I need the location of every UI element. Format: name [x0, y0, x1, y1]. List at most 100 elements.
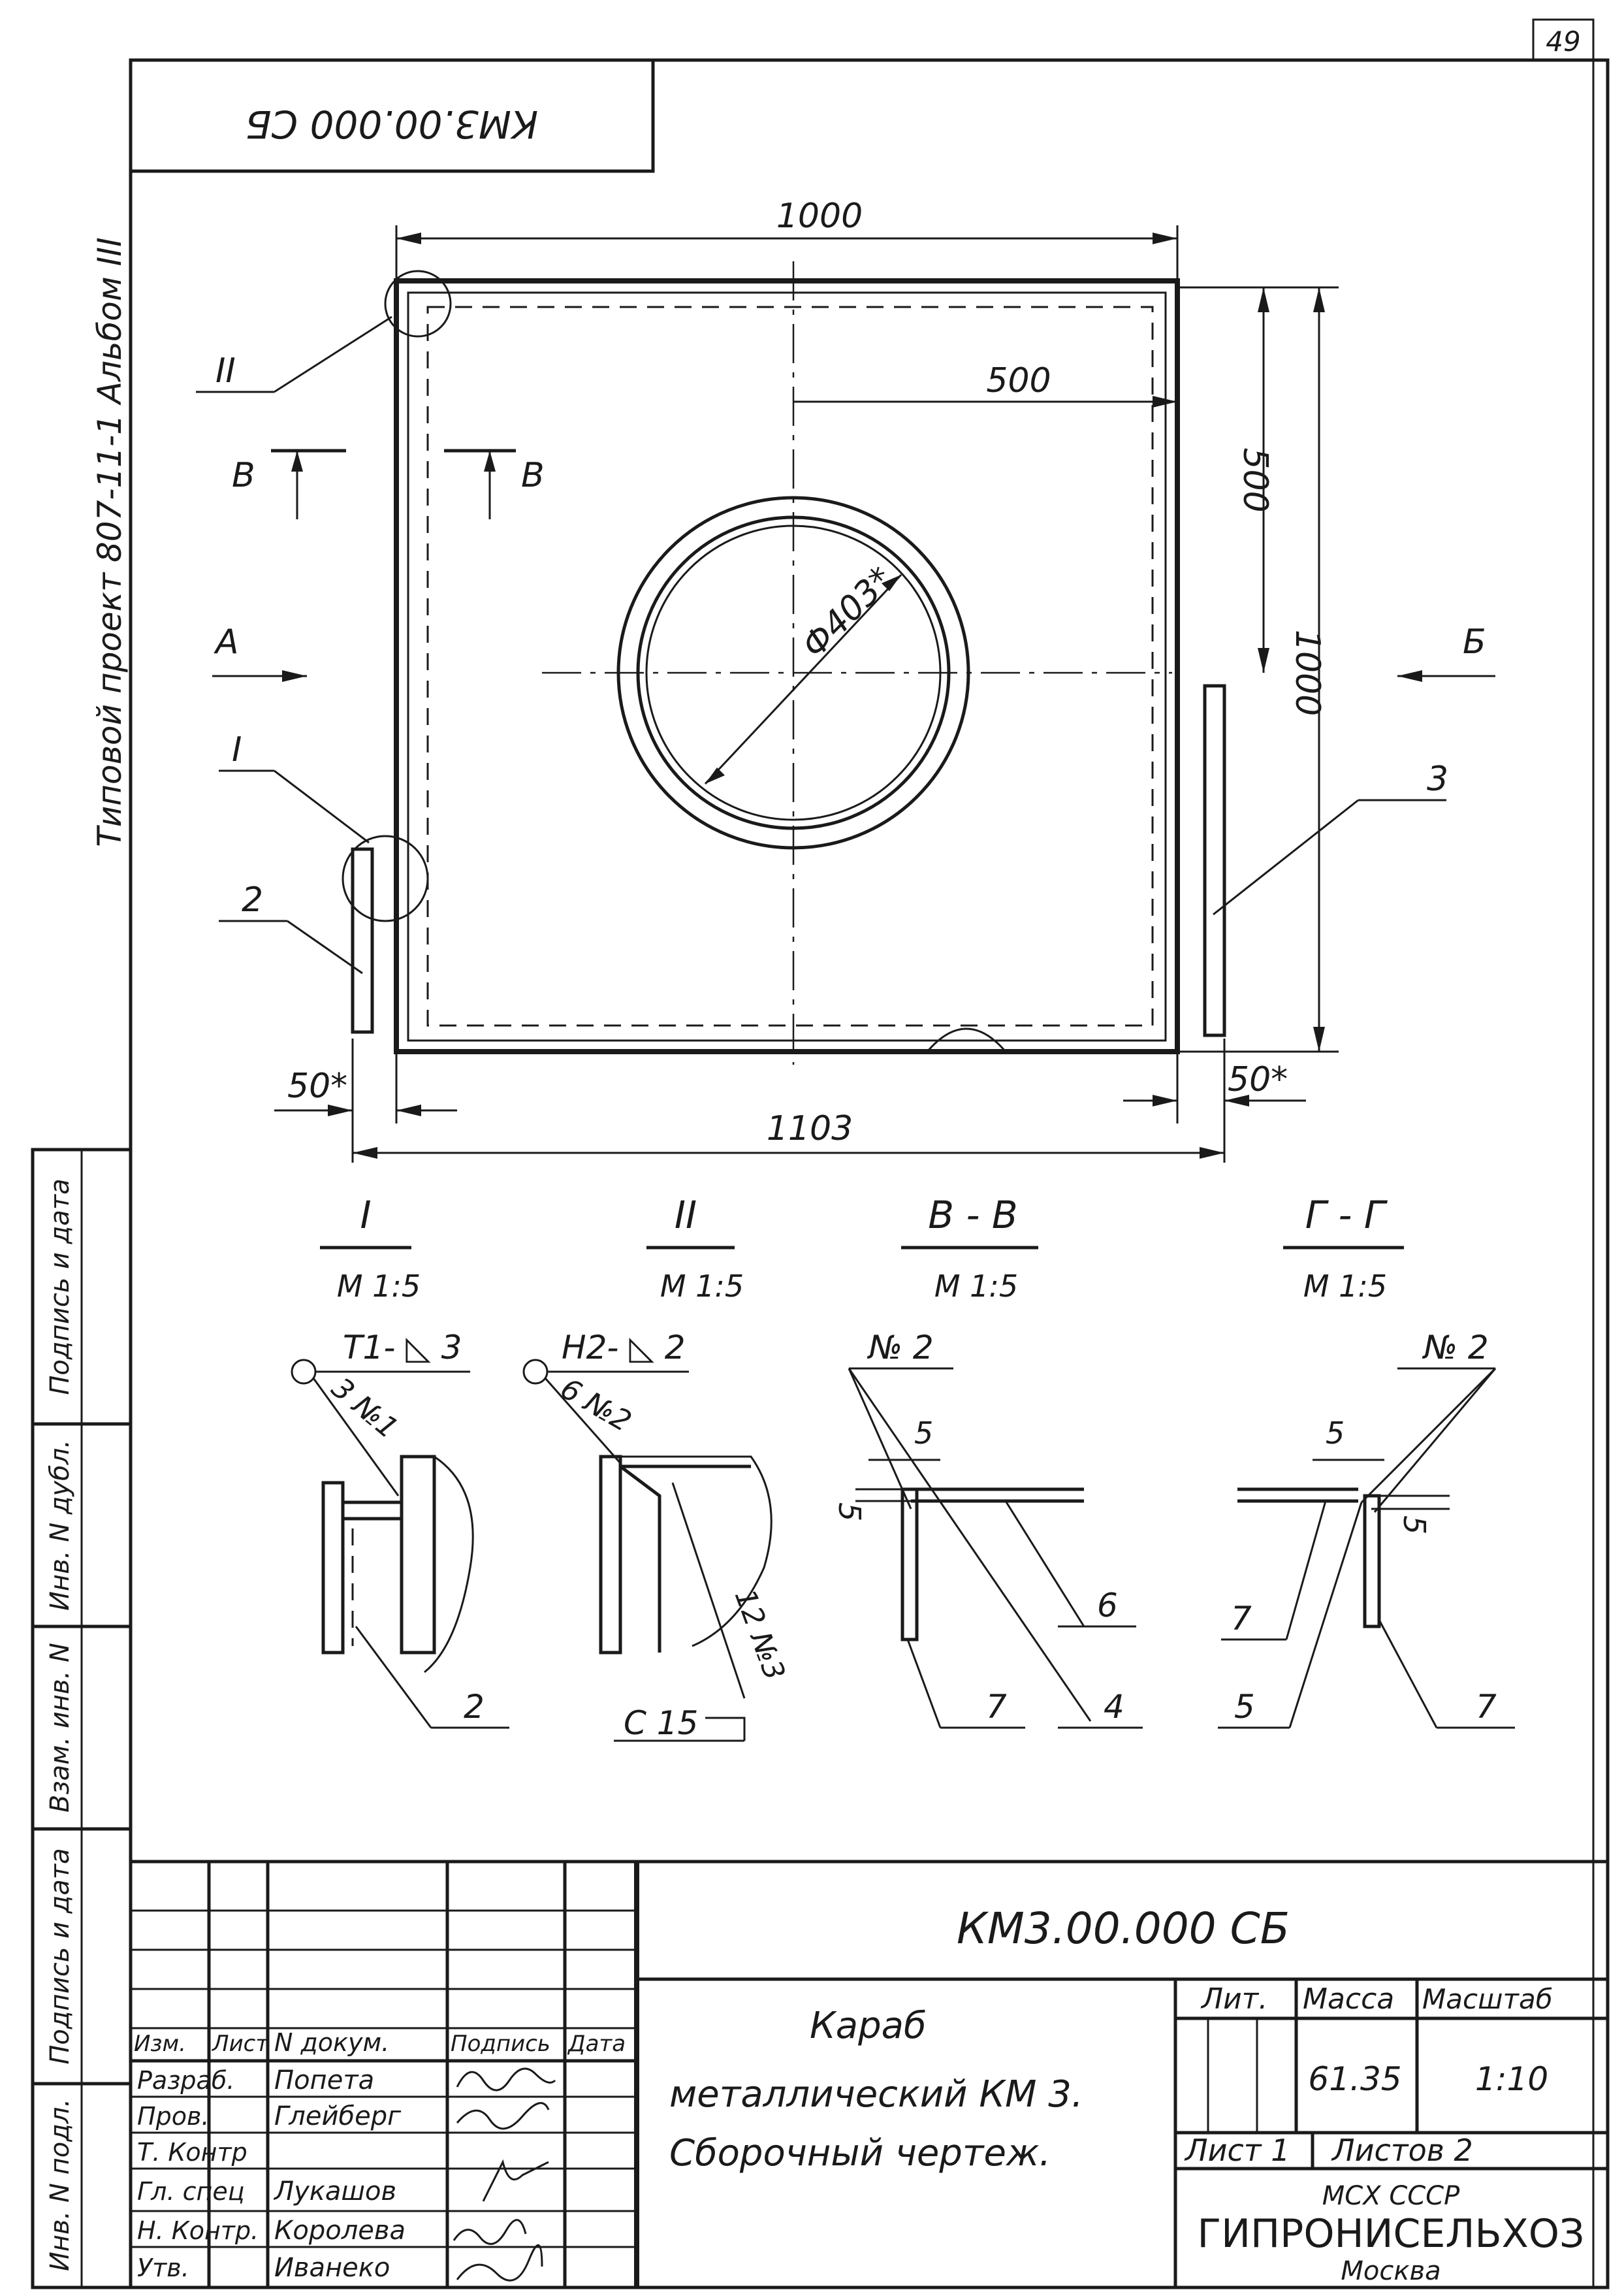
role-utv: Утв. — [137, 2254, 189, 2282]
role-prov: Пров. — [137, 2102, 209, 2131]
name-nkontr: Королева — [274, 2216, 406, 2246]
detail-I: I М 1:5 Т1- ◺ 3 3 №1 2 — [291, 1193, 509, 1729]
stamp-mirrored: КМ3.00.000 СБ — [246, 102, 538, 146]
dim-overall-width: 1103 — [767, 1109, 853, 1148]
dim-offset-left: 50* — [287, 1067, 347, 1106]
title-block: Изм. Лист N докум. Подпись Дата Разраб. … — [129, 1860, 1610, 2289]
dim-offset-right: 50* — [1228, 1060, 1288, 1099]
name-utv: Иванеко — [274, 2253, 390, 2283]
section-BB-scale: М 1:5 — [934, 1268, 1018, 1304]
role-tkontr: Т. Контр — [137, 2138, 247, 2167]
tb-designation: КМ3.00.000 СБ — [957, 1903, 1290, 1954]
callout-detail-II: II — [215, 351, 236, 391]
signature-prov — [456, 2102, 550, 2130]
plate-inner-line — [407, 291, 1167, 1042]
tb-sheets: Листов 2 — [1331, 2133, 1473, 2168]
tb-scale: 1:10 — [1475, 2060, 1548, 2098]
dim-height: 1000 — [1288, 630, 1327, 716]
ring-mid — [636, 515, 951, 830]
callout-part-3: 3 — [1427, 760, 1448, 799]
col-header-sign: Подпись — [451, 2031, 550, 2057]
dim-half-height: 500 — [1235, 447, 1275, 512]
section-GG-weld-ref: № 2 — [1422, 1329, 1489, 1366]
side-stamp-4: Инв. N подл. — [45, 2099, 75, 2271]
detail-II-profile: С 15 — [624, 1704, 698, 1742]
side-stamp-0: Подпись и дата — [45, 1178, 75, 1395]
section-GG-scale: М 1:5 — [1303, 1268, 1387, 1304]
section-GG-part-5: 5 — [1234, 1688, 1255, 1726]
opening — [645, 525, 942, 821]
dim-width-top: 1000 — [776, 197, 863, 236]
signature-utv — [456, 2244, 543, 2282]
side-stamp: Подпись и дата Инв. N дубл. Взам. инв. N… — [31, 1148, 133, 2289]
signature-glspec — [482, 2159, 549, 2202]
plate-outline — [394, 278, 1180, 1054]
tb-org-line2: ГИПРОНИСЕЛЬХОЗ — [1198, 2211, 1585, 2257]
view-arrow-b: Б — [1463, 622, 1486, 662]
signature-nkontr — [453, 2219, 527, 2245]
callouts: II I 2 3 — [196, 315, 1448, 975]
sheet-number: 49 — [1546, 25, 1580, 57]
diameter-arrow-1 — [882, 575, 901, 591]
detail-II-note: 6 №2 — [555, 1372, 637, 1438]
section-G-G: Г - Г М 1:5 № 2 5 5 7 5 7 — [1218, 1193, 1515, 1729]
detail-II-note2: 12 №3 — [728, 1585, 791, 1685]
role-nkontr: Н. Контр. — [137, 2216, 259, 2245]
section-marks: В В А Б — [212, 449, 1495, 682]
col-header-doc: N докум. — [274, 2028, 389, 2057]
section-GG-part-7b: 7 — [1476, 1688, 1497, 1726]
detail-I-note: 3 №1 — [325, 1371, 404, 1445]
detail-II: II М 1:5 Н2- ◺ 2 6 №2 12 №3 С 15 — [522, 1193, 791, 1742]
section-BB-weld-ref: № 2 — [867, 1329, 934, 1366]
tb-org-line3: Москва — [1341, 2256, 1441, 2286]
bottom-break — [926, 1027, 1007, 1052]
dimension-half-width: 500 — [793, 361, 1177, 408]
section-GG-part-7a: 7 — [1231, 1600, 1252, 1638]
detail-II-weld: Н2- ◺ 2 — [562, 1329, 686, 1366]
tb-name-line3: Сборочный чертеж. — [669, 2132, 1051, 2174]
diameter-arrow-2 — [705, 767, 725, 784]
main-view: Ф403* — [342, 261, 1226, 1065]
section-BB-title: В - В — [928, 1193, 1017, 1237]
tb-org-line1: МСХ СССР — [1322, 2181, 1460, 2211]
detail-I-part: 2 — [464, 1688, 485, 1726]
detail-II-scale: М 1:5 — [660, 1268, 744, 1304]
album-label: Типовой проект 807-11-1 Альбом III — [91, 237, 129, 847]
tb-header-scale: Масштаб — [1422, 1983, 1553, 2015]
tb-mass: 61.35 — [1308, 2060, 1401, 2098]
role-razrab: Разраб. — [137, 2066, 234, 2095]
section-BB-dim-h: 5 — [914, 1415, 933, 1451]
side-stamp-3: Подпись и дата — [45, 1848, 75, 2064]
tb-name-line1: Караб — [810, 2005, 926, 2047]
section-b-left: В — [232, 456, 255, 495]
detail-II-title: II — [675, 1193, 697, 1237]
name-prov: Глейберг — [274, 2101, 402, 2131]
dimension-bottom: 50* 50* 1103 — [274, 1039, 1306, 1163]
callout-part-2: 2 — [242, 880, 263, 920]
stamp-box — [129, 58, 655, 173]
dim-half-width: 500 — [986, 361, 1051, 400]
dimension-right: 500 1000 — [1177, 286, 1339, 1053]
section-GG-dim-h: 5 — [1326, 1415, 1345, 1451]
detail-I-title: I — [360, 1193, 371, 1237]
name-glspec: Лукашов — [273, 2176, 396, 2206]
section-BB-dim-v: 5 — [832, 1502, 867, 1521]
outer-frame — [129, 58, 1610, 2289]
tb-name-line2: металлический КМ 3. — [669, 2073, 1083, 2116]
right-flange — [1203, 684, 1226, 1037]
signature-razrab — [456, 2067, 556, 2092]
section-BB-part-7: 7 — [986, 1688, 1007, 1726]
section-BB-part-6: 6 — [1097, 1587, 1118, 1624]
tb-header-mass: Масса — [1303, 1982, 1394, 2016]
col-header-date: Дата — [567, 2031, 626, 2057]
dim-diameter: Ф403* — [795, 560, 901, 666]
section-BB-part-4: 4 — [1104, 1688, 1124, 1726]
callout-detail-I: I — [232, 730, 242, 769]
sheet-number-box — [1532, 18, 1595, 61]
role-glspec: Гл. спец — [137, 2177, 245, 2206]
section-b-right: В — [521, 456, 545, 495]
detail-I-circle — [342, 835, 429, 922]
left-flange — [351, 847, 374, 1034]
tb-header-lit: Лит. — [1200, 1982, 1267, 2016]
